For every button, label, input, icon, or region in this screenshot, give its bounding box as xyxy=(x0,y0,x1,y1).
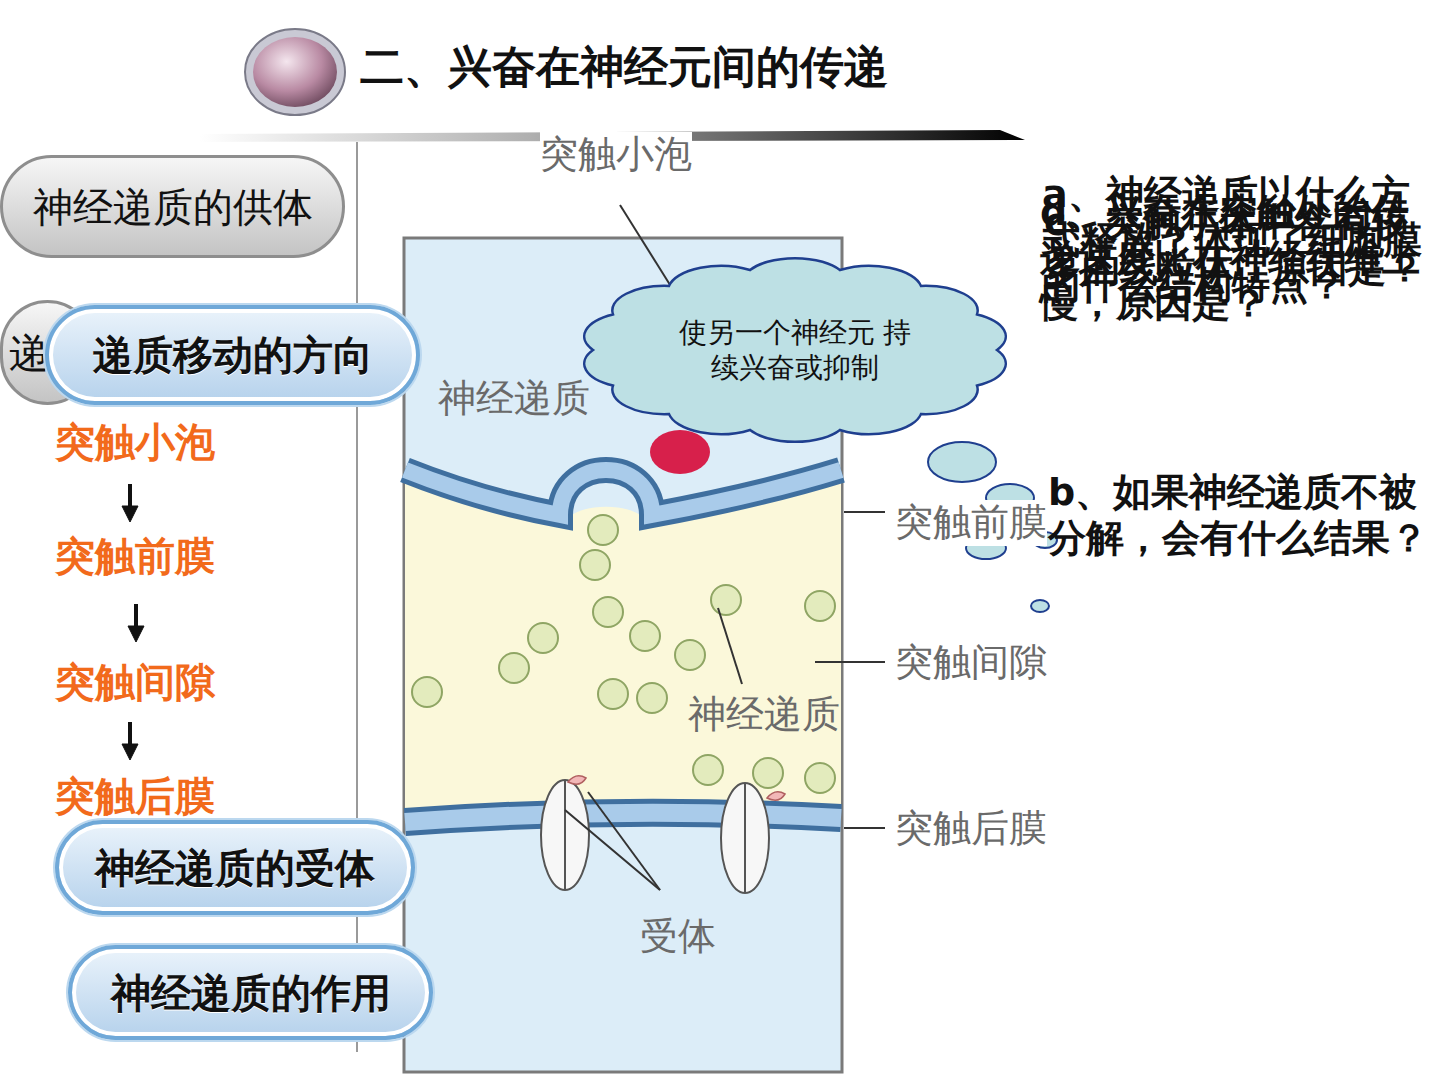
topic-button: 神经递质的供体 xyxy=(0,155,345,258)
question-text: b、如果神经递质不被分解，会有什么结果？ xyxy=(1048,470,1434,561)
flow-step: 突触小泡 xyxy=(55,418,215,466)
button-label: 递 xyxy=(9,328,49,378)
button-label: 递质移动的方向 xyxy=(93,330,373,380)
flow-step: 突触前膜 xyxy=(55,532,215,580)
divider-line xyxy=(356,142,358,1052)
slide-title: 二、兴奋在神经元间的传递 xyxy=(360,38,888,97)
part-label: 突触后膜 xyxy=(895,806,1047,852)
flow-step: 突触间隙 xyxy=(55,658,215,706)
flow-arrows xyxy=(122,484,144,760)
topic-button-active: 递质移动的方向 xyxy=(45,305,420,405)
topic-button-active: 神经递质的作用 xyxy=(68,945,433,1040)
part-label: 突触间隙 xyxy=(895,640,1047,686)
title-icon xyxy=(245,29,345,115)
button-label: 神经递质的供体 xyxy=(33,182,313,232)
part-label: 神经递质 xyxy=(688,692,840,738)
topic-button-active: 神经递质的受体 xyxy=(55,820,415,915)
question-text: d、兴奋在突触处的传递速度比在神经纤维上慢，原因是？ xyxy=(1040,190,1434,327)
part-label: 突触小泡 xyxy=(540,132,692,178)
part-label: 突触前膜 xyxy=(895,500,1047,546)
part-label: 受体 xyxy=(640,914,716,960)
flow-step: 突触后膜 xyxy=(55,772,215,820)
button-label: 神经递质的作用 xyxy=(111,968,391,1018)
cloud-shape xyxy=(584,258,1006,442)
thought-cloud: 使另一个神经元 持续兴奋或抑制 xyxy=(575,250,1015,450)
button-label: 神经递质的受体 xyxy=(95,843,375,893)
title-icon-ball xyxy=(253,37,337,107)
cloud-outline xyxy=(575,250,1015,450)
part-label: 神经递质 xyxy=(438,376,590,422)
cloud-text: 使另一个神经元 持续兴奋或抑制 xyxy=(670,315,920,385)
